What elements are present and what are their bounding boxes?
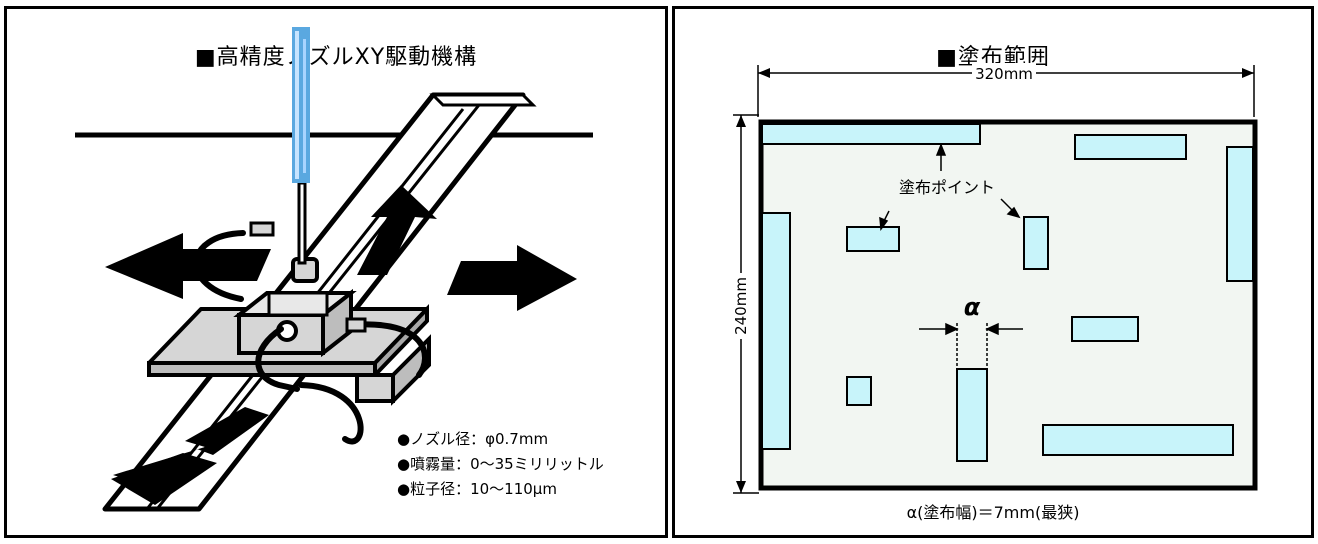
width-label: 320mm — [975, 65, 1033, 83]
arrow-left-icon — [105, 233, 271, 299]
coating-point-label: 塗布ポイント — [899, 178, 995, 197]
coating-area-panel: ■塗布範囲 320mm 240mm — [672, 6, 1314, 538]
hose-fitting-icon — [249, 221, 367, 333]
nozzle-panel-title: ■高精度ノズルXY駆動機構 — [194, 45, 478, 70]
width-dimension: 320mm — [757, 63, 1255, 117]
height-label: 240mm — [732, 277, 750, 335]
coating-points — [761, 123, 1254, 462]
spec-spray-volume: ●噴霧量：0～35ミリリットル — [397, 455, 604, 473]
nozzle-block — [233, 288, 357, 358]
nozzle-mechanism-illustration — [75, 27, 593, 512]
spray-icon — [292, 27, 310, 183]
patch — [761, 212, 791, 450]
arrow-right-icon — [447, 245, 577, 311]
air-hoses — [193, 230, 428, 445]
coating-point-callouts — [879, 142, 1021, 232]
patch — [761, 123, 981, 145]
height-dimension: 240mm — [731, 114, 759, 494]
spec-particle-size: ●粒子径：10～110μm — [397, 480, 557, 498]
patch — [846, 226, 900, 252]
alpha-indicator — [919, 322, 1023, 369]
patch — [1074, 134, 1187, 160]
alpha-label: α — [964, 293, 981, 321]
nozzle-specs: ●ノズル径：φ0.7mm ●噴霧量：0～35ミリリットル ●粒子径：10～110… — [397, 427, 604, 502]
arrow-up-icon — [357, 185, 437, 275]
patch — [1023, 216, 1049, 270]
patch — [1226, 146, 1254, 282]
patch — [1071, 316, 1139, 342]
patch — [1042, 424, 1234, 456]
arrow-down-icon — [111, 407, 269, 505]
coating-area-diagram: 320mm 240mm — [731, 63, 1258, 494]
coating-width-caption: α(塗布幅)＝7mm(最狭) — [906, 503, 1080, 522]
nozzle-mechanism-panel: ■高精度ノズルXY駆動機構 — [4, 6, 668, 538]
nozzle-icon — [291, 181, 319, 283]
patch — [846, 376, 872, 406]
spec-nozzle-diameter: ●ノズル径：φ0.7mm — [397, 430, 549, 448]
patch — [956, 368, 988, 462]
